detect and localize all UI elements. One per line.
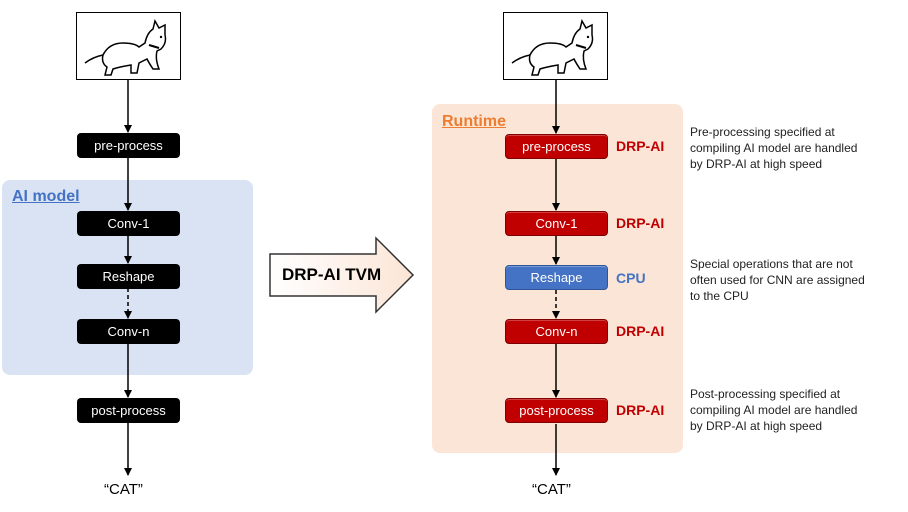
drp-ai-tvm-arrow: [269, 236, 415, 314]
right-reshape-box: Reshape: [505, 265, 608, 290]
right-conv-1-box: Conv-1: [505, 211, 608, 236]
runtime-title: Runtime: [442, 113, 506, 130]
ai-model-title: AI model: [12, 188, 80, 205]
right-pre-process-box: pre-process: [505, 134, 608, 159]
left-conv-1-box: Conv-1: [77, 211, 180, 236]
right-post-process-box: post-process: [505, 398, 608, 423]
left-input-image: [76, 12, 181, 80]
cat-icon: [84, 19, 167, 76]
tag-drp-ai-pre: DRP-AI: [616, 138, 665, 154]
note-post-processing: Post-processing specified at compiling A…: [690, 386, 905, 434]
note-line: Post-processing specified at: [690, 387, 841, 401]
note-line: Special operations that are not: [690, 257, 853, 271]
note-line: compiling AI model are handled: [690, 141, 858, 155]
note-line: compiling AI model are handled: [690, 403, 858, 417]
left-output-label: “CAT”: [104, 481, 143, 498]
left-pre-process-box: pre-process: [77, 133, 180, 158]
right-output-label: “CAT”: [532, 481, 571, 498]
right-conv-n-box: Conv-n: [505, 319, 608, 344]
note-line: to the CPU: [690, 289, 749, 303]
tag-drp-ai-convn: DRP-AI: [616, 323, 665, 339]
right-input-image: [503, 12, 608, 80]
tag-drp-ai-conv1: DRP-AI: [616, 215, 665, 231]
tag-cpu-reshape: CPU: [616, 270, 646, 286]
note-line: Pre-processing specified at: [690, 125, 835, 139]
cat-icon: [511, 19, 594, 76]
drp-ai-tvm-label: DRP-AI TVM: [282, 265, 382, 284]
note-line: by DRP-AI at high speed: [690, 419, 823, 433]
left-conv-n-box: Conv-n: [77, 319, 180, 344]
tag-drp-ai-post: DRP-AI: [616, 402, 665, 418]
note-line: by DRP-AI at high speed: [690, 157, 823, 171]
note-line: often used for CNN are assigned: [690, 273, 865, 287]
left-reshape-box: Reshape: [77, 264, 180, 289]
note-pre-processing: Pre-processing specified at compiling AI…: [690, 124, 905, 172]
left-post-process-box: post-process: [77, 398, 180, 423]
note-special-operations: Special operations that are not often us…: [690, 256, 905, 304]
